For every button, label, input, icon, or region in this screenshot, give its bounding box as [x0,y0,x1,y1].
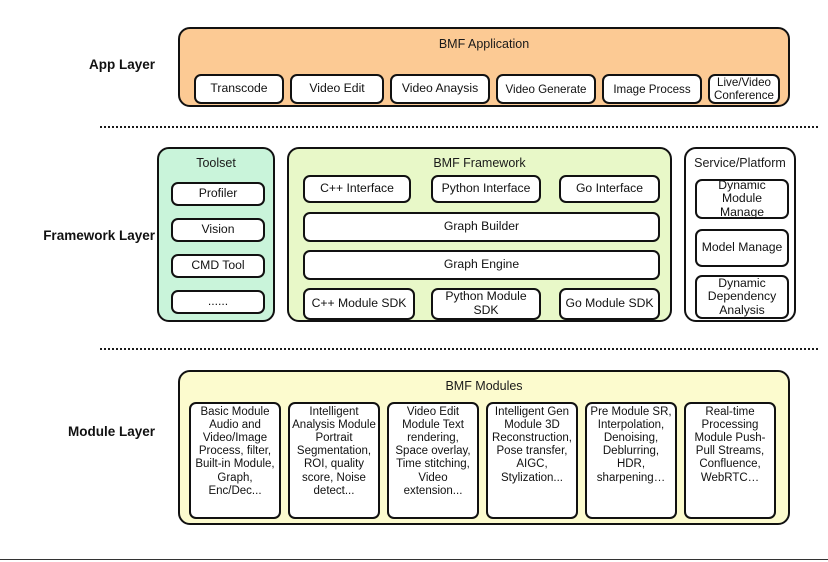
app-item-video-anaysis[interactable]: Video Anaysis [390,74,490,104]
service-item-dynamic-dependency-analysis[interactable]: Dynamic Dependency Analysis [695,275,789,319]
service-platform-panel: Service/Platform Dynamic Module Manage M… [684,147,796,322]
bmf-framework-panel: BMF Framework C++ Interface Python Inter… [287,147,672,322]
bmf-modules-panel: BMF Modules Basic Module Audio and Video… [178,370,790,525]
bottom-rule [0,559,828,560]
app-item-live-video-conference[interactable]: Live/Video Conference [708,74,780,104]
layer-label-framework: Framework Layer [43,228,155,243]
app-item-video-edit[interactable]: Video Edit [290,74,384,104]
toolset-item-cmd-tool[interactable]: CMD Tool [171,254,265,278]
module-item-real-time-processing[interactable]: Real-time Processing Module Push-Pull St… [684,402,776,519]
layer-label-app: App Layer [88,57,155,72]
toolset-panel: Toolset Profiler Vision CMD Tool ...... [157,147,275,322]
toolset-item-vision[interactable]: Vision [171,218,265,242]
framework-sdk-python[interactable]: Python Module SDK [431,288,541,320]
framework-interface-cpp[interactable]: C++ Interface [303,175,411,203]
bmf-application-title: BMF Application [438,37,530,51]
toolset-title: Toolset [196,156,236,170]
bmf-framework-title: BMF Framework [433,156,526,170]
bmf-modules-title: BMF Modules [445,379,523,393]
app-item-video-generate[interactable]: Video Generate [496,74,596,104]
module-item-basic[interactable]: Basic Module Audio and Video/Image Proce… [189,402,281,519]
app-layer-panel: BMF Application Transcode Video Edit Vid… [178,27,790,107]
toolset-item-profiler[interactable]: Profiler [171,182,265,206]
framework-sdk-cpp[interactable]: C++ Module SDK [303,288,415,320]
service-platform-title: Service/Platform [694,156,786,170]
service-item-model-manage[interactable]: Model Manage [695,229,789,267]
framework-interface-python[interactable]: Python Interface [431,175,541,203]
module-item-video-edit[interactable]: Video Edit Module Text rendering, Space … [387,402,479,519]
framework-interface-go[interactable]: Go Interface [559,175,660,203]
framework-graph-engine[interactable]: Graph Engine [303,250,660,280]
toolset-item-more[interactable]: ...... [171,290,265,314]
module-item-intelligent-analysis[interactable]: Intelligent Analysis Module Portrait Seg… [288,402,380,519]
layer-label-module: Module Layer [67,424,155,439]
service-item-dynamic-module-manage[interactable]: Dynamic Module Manage [695,179,789,219]
framework-graph-builder[interactable]: Graph Builder [303,212,660,242]
module-item-intelligent-gen[interactable]: Intelligent Gen Module 3D Reconstruction… [486,402,578,519]
separator-framework-module [100,348,818,350]
framework-sdk-go[interactable]: Go Module SDK [559,288,660,320]
separator-app-framework [100,126,818,128]
module-item-pre[interactable]: Pre Module SR, Interpolation, Denoising,… [585,402,677,519]
app-item-image-process[interactable]: Image Process [602,74,702,104]
app-item-transcode[interactable]: Transcode [194,74,284,104]
